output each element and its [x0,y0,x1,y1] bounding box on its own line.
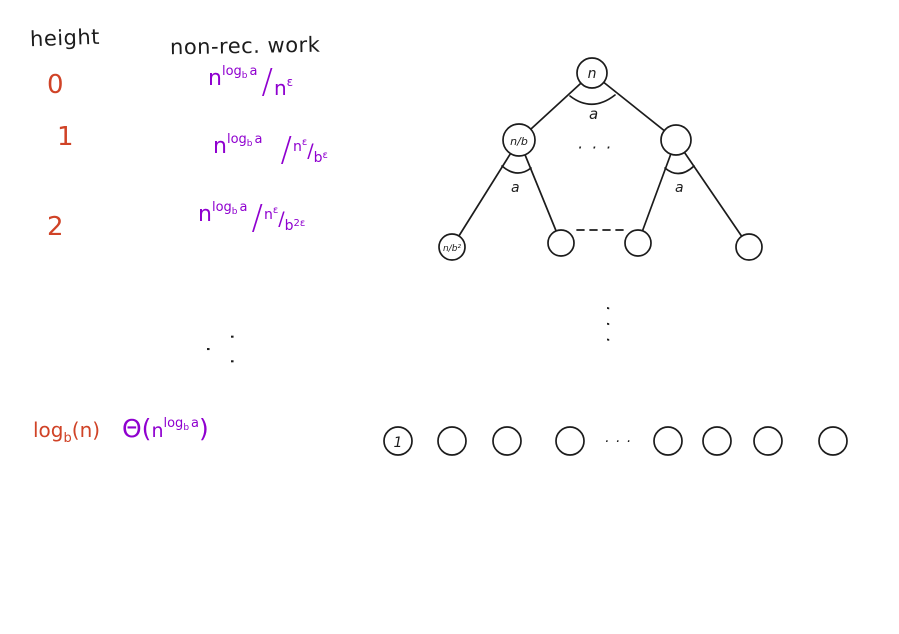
tree-edge-root-right [591,72,677,141]
tree-node-right-child [660,124,692,156]
expr2-slash: / [251,198,263,238]
leaf-row-ellipsis: · · · [604,434,631,450]
leaf-node-7 [753,426,783,456]
expr2-log-base: b [231,207,238,217]
expr0-den-base: n [273,76,287,100]
expr1-exp-arg: a [254,132,263,147]
height-value-logn: logb(n) [33,418,100,446]
leaf-node-2 [437,426,467,456]
theta-log: log [163,416,184,431]
expr1-log-base: b [246,139,253,149]
theta-open: Θ( [122,414,152,443]
angle-arc-right [664,165,695,175]
tree-vertical-ellipsis: ··· [597,305,618,352]
left-grandchild-label: n/b² [443,244,461,254]
expr0-base: n [208,66,222,91]
expr2-exp-arg: a [239,200,248,215]
tree-node-grandchild-2 [547,229,575,257]
leaf-node-3 [492,426,522,456]
expr1-num-base: n [292,139,302,155]
leaf-node-8 [818,426,848,456]
angle-label-root: a [589,105,598,123]
expr1-denominator: nε/bε [292,134,328,166]
expr0-den-sup: ε [286,75,294,89]
column-header-work: non-rec. work [169,32,321,60]
angle-arc-root [569,94,616,106]
expr1-frac-slash: / [307,140,314,162]
recursion-tree-svg: a a a · · · n n/b n/b² ··· 1 · · · [383,57,848,456]
root-label: n [588,66,597,82]
tree-edge-right-2 [675,139,750,248]
leaf-node-6 [702,426,732,456]
leaf-node-1 [383,426,413,456]
tree-node-grandchild-3 [624,229,652,257]
expr2-base: n [198,202,212,227]
expr2-num-sup: ε [272,205,279,216]
expr2-den-sup: 2ε [293,218,306,229]
expr0-slash: / [261,62,273,102]
expr1-num-sup: ε [301,137,308,148]
level1-ellipsis: · · · [577,138,612,157]
angle-arc-left [501,165,532,174]
column-header-height: height [29,24,101,52]
expr2-den-base: b [284,218,294,234]
expr1-base: n [213,134,227,159]
leaf-node-4 [555,426,585,456]
expr1-log: log [226,132,247,147]
expr0-log: log [221,64,242,79]
angle-label-right: a [675,180,684,196]
theta-log-base: b [183,423,190,433]
expr1-den-base: b [313,150,323,166]
height-value-0: 0 [47,70,64,100]
expr1-slash: / [280,130,292,170]
left-child-label: n/b [510,135,528,148]
leaf-node-5 [653,426,683,456]
expr2-num-base: n [263,207,273,223]
tree-node-grandchild-4 [735,233,763,261]
tree-node-grandchild-1 [438,233,466,261]
logn-arg: (n) [71,418,101,442]
angle-label-left: a [511,180,520,196]
expr0-denominator: nε [274,66,294,100]
expr1-den-sup: ε [322,150,328,161]
work-column-ellipsis: · · · [196,333,244,371]
theta-exp-arg: a [191,416,199,431]
logn-log: log [33,418,64,442]
tree-node-left-child [502,123,536,157]
height-value-2: 2 [47,212,64,242]
theta-close: ) [199,414,209,443]
height-value-1: 1 [57,122,74,152]
tree-edge-left-2 [518,139,562,244]
tree-node-root [576,57,608,89]
expr0-log-base: b [241,71,248,81]
tree-edge-left-1 [451,139,520,248]
expr2-denominator: nε/b2ε [263,202,306,234]
expr2-frac-slash: / [278,208,285,230]
expr0-exp-arg: a [249,64,258,79]
theta-base: n [151,420,164,442]
expr2-log: log [211,200,232,215]
leaf-first-label: 1 [394,435,403,451]
logn-base: b [63,431,72,446]
tree-edge-right-1 [637,139,677,244]
